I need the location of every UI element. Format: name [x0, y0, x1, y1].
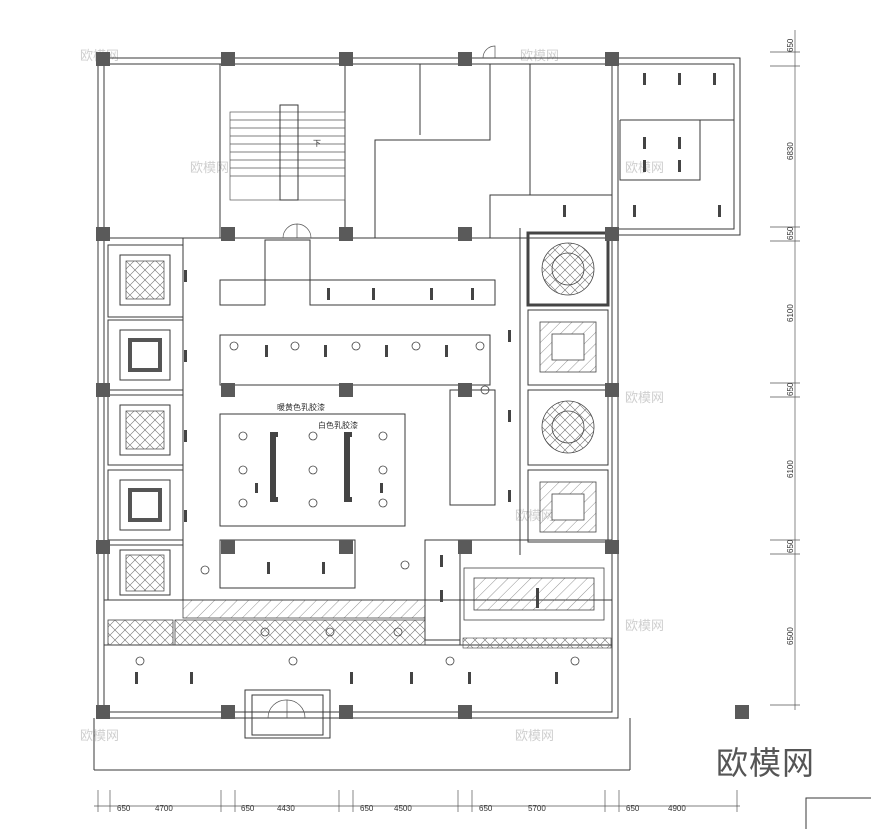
watermark-7: 欧模网 — [625, 619, 664, 634]
dim-bottom-3: 650 — [241, 804, 255, 813]
dim-right-3: 650 — [786, 226, 795, 240]
dim-bottom-7: 650 — [479, 804, 493, 813]
dim-bottom-10: 4900 — [668, 804, 686, 813]
dim-right-5: 650 — [786, 382, 795, 396]
dim-right-6: 6100 — [786, 460, 795, 478]
light-fixtures — [135, 73, 721, 684]
watermark-8: 欧模网 — [80, 729, 119, 744]
ceiling-note-warm-yellow: 暖黄色乳胶漆 — [277, 402, 325, 412]
bottom-dimension-line: 650 4700 650 4430 650 4500 650 5700 650 … — [94, 790, 740, 813]
dim-bottom-8: 5700 — [528, 804, 546, 813]
dim-right-8: 6500 — [786, 627, 795, 645]
right-ceiling-panels — [526, 231, 610, 543]
dim-bottom-4: 4430 — [277, 804, 295, 813]
dim-right-4: 6100 — [786, 304, 795, 322]
dim-bottom-9: 650 — [626, 804, 640, 813]
dim-bottom-1: 650 — [117, 804, 131, 813]
stair-direction-label: 下 — [313, 139, 321, 148]
dim-right-2: 6830 — [786, 142, 795, 160]
right-dimension-line: 650 6830 650 6100 650 6100 650 6500 — [770, 30, 800, 710]
floor-hatches — [107, 567, 612, 649]
watermark-5: 欧模网 — [625, 391, 664, 406]
dim-bottom-6: 4500 — [394, 804, 412, 813]
left-ceiling-panels — [107, 244, 184, 601]
interior-walls — [104, 64, 734, 646]
doors — [244, 45, 496, 739]
structural-columns — [96, 52, 749, 719]
dim-bottom-5: 650 — [360, 804, 374, 813]
staircase: 下 — [229, 104, 346, 201]
dim-right-7: 650 — [786, 539, 795, 553]
dim-right-1: 650 — [786, 38, 795, 52]
watermark-2: 欧模网 — [520, 49, 559, 64]
ceiling-note-white: 白色乳胶漆 — [318, 420, 358, 430]
brand-logo-text: 欧模网 — [716, 744, 816, 782]
dim-bottom-2: 4700 — [155, 804, 173, 813]
title-block-corner — [805, 797, 871, 829]
watermark-3: 欧模网 — [190, 161, 229, 176]
watermark-9: 欧模网 — [515, 729, 554, 744]
downlights — [135, 341, 580, 666]
